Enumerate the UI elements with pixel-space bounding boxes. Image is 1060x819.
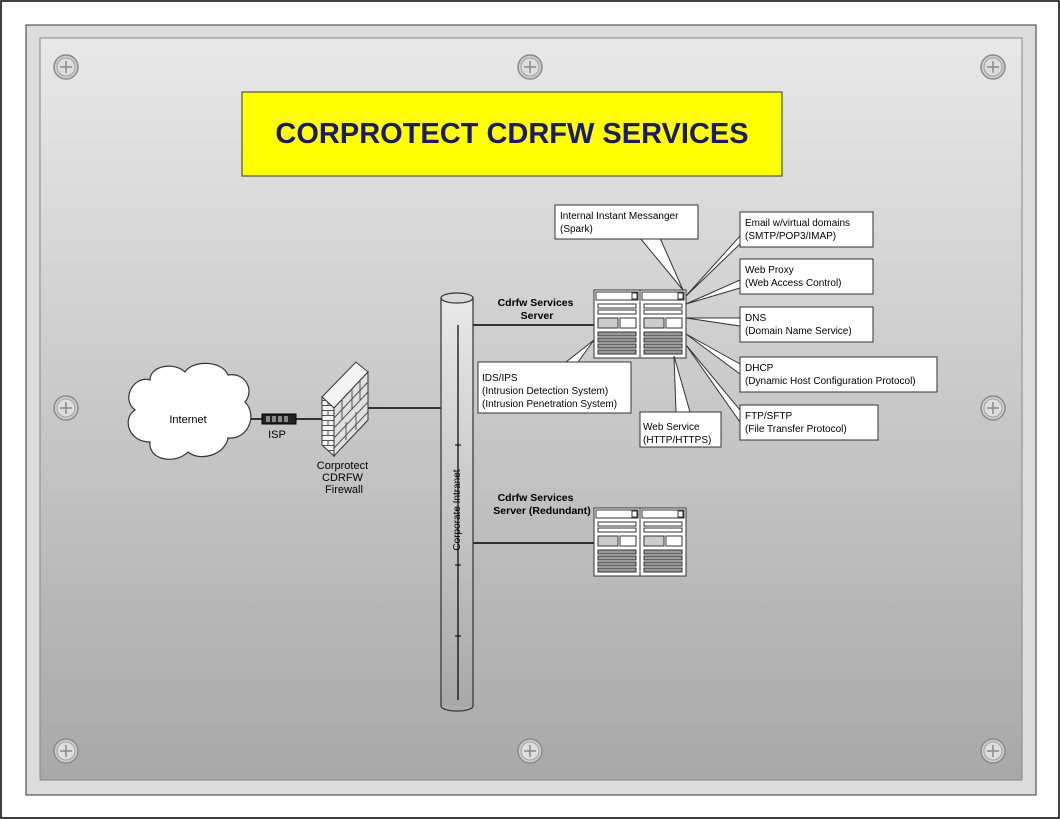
callout-dns: DNS (Domain Name Service)	[745, 313, 852, 337]
callout-dns-line: (Domain Name Service)	[745, 326, 852, 337]
intranet-label: Corporate Intranet	[452, 469, 463, 550]
callout-web-line: Web Service	[643, 422, 700, 433]
callout-ftp-line: FTP/SFTP	[745, 411, 793, 422]
callout-ids-line: IDS/IPS	[482, 373, 518, 384]
isp-label: ISP	[268, 429, 286, 441]
screw-icon	[980, 395, 1006, 421]
callout-box-email	[739, 211, 874, 248]
screw-icon	[53, 738, 79, 764]
callout-dhcp: DHCP (Dynamic Host Configuration Protoco…	[745, 363, 916, 387]
callout-ids: IDS/IPS (Intrusion Detection System) (In…	[482, 373, 617, 410]
callout-dhcp-line: (Dynamic Host Configuration Protocol)	[745, 376, 916, 387]
callout-email-line: Email w/virtual domains	[745, 218, 850, 229]
callout-email: Email w/virtual domains (SMTP/POP3/IMAP)	[745, 218, 853, 242]
page-title: CORPROTECT CDRFW SERVICES	[275, 118, 748, 150]
screw-icon	[980, 54, 1006, 80]
primary-server-label-line: Cdrfw Services	[498, 297, 574, 309]
callout-box-ids	[477, 361, 632, 414]
title-box	[241, 91, 783, 177]
callout-pointers	[564, 234, 741, 424]
intranet-backbone-pipe	[440, 292, 474, 712]
callout-im-line: (Spark)	[560, 224, 593, 235]
callout-box-dhcp	[739, 356, 938, 393]
screw-icon	[517, 54, 543, 80]
callout-email-line: (SMTP/POP3/IMAP)	[745, 231, 836, 242]
callout-boxes	[477, 204, 938, 448]
callout-ids-line: (Intrusion Detection System)	[482, 386, 608, 397]
firewall-label-line: Corprotect	[317, 460, 368, 472]
firewall-icon	[321, 361, 369, 458]
callout-proxy-line: Web Proxy	[745, 265, 794, 276]
callout-im: Internal Instant Messanger (Spark)	[560, 211, 681, 235]
redundant-server-label-line: Server (Redundant)	[493, 505, 590, 517]
callout-dns-line: DNS	[745, 313, 766, 324]
callout-im-line: Internal Instant Messanger	[560, 211, 679, 222]
firewall-label: Corprotect CDRFW Firewall	[317, 460, 371, 496]
redundant-server-label-line: Cdrfw Services	[498, 492, 574, 504]
callout-box-proxy	[739, 258, 874, 295]
screw-icon	[53, 54, 79, 80]
firewall-label-line: Firewall	[325, 484, 363, 496]
callout-box-im	[554, 204, 699, 240]
internet-label: Internet	[169, 414, 206, 426]
callout-ids-line: (Intrusion Penetration System)	[482, 399, 617, 410]
screw-icon	[980, 738, 1006, 764]
firewall-label-line: CDRFW	[322, 472, 364, 484]
screw-icon	[517, 738, 543, 764]
primary-server-icon	[593, 289, 687, 359]
screw-icon	[53, 395, 79, 421]
internet-cloud-icon	[127, 362, 252, 460]
callout-proxy-line: (Web Access Control)	[745, 278, 842, 289]
redundant-server-label: Cdrfw Services Server (Redundant)	[493, 492, 590, 517]
callout-box-dns	[739, 306, 874, 343]
callout-box-ftp	[739, 404, 879, 441]
callout-box-web	[639, 411, 722, 448]
callout-ftp-line: (File Transfer Protocol)	[745, 424, 847, 435]
isp-router-icon	[261, 413, 297, 425]
callout-proxy: Web Proxy (Web Access Control)	[745, 265, 842, 289]
callout-dhcp-line: DHCP	[745, 363, 774, 374]
callout-web-line: (HTTP/HTTPS)	[643, 435, 711, 446]
primary-server-label: Cdrfw Services Server	[498, 297, 577, 322]
primary-server-label-line: Server	[521, 310, 554, 322]
callout-ftp: FTP/SFTP (File Transfer Protocol)	[745, 411, 847, 435]
redundant-server-icon	[593, 507, 687, 577]
callout-web: Web Service (HTTP/HTTPS)	[643, 422, 711, 446]
